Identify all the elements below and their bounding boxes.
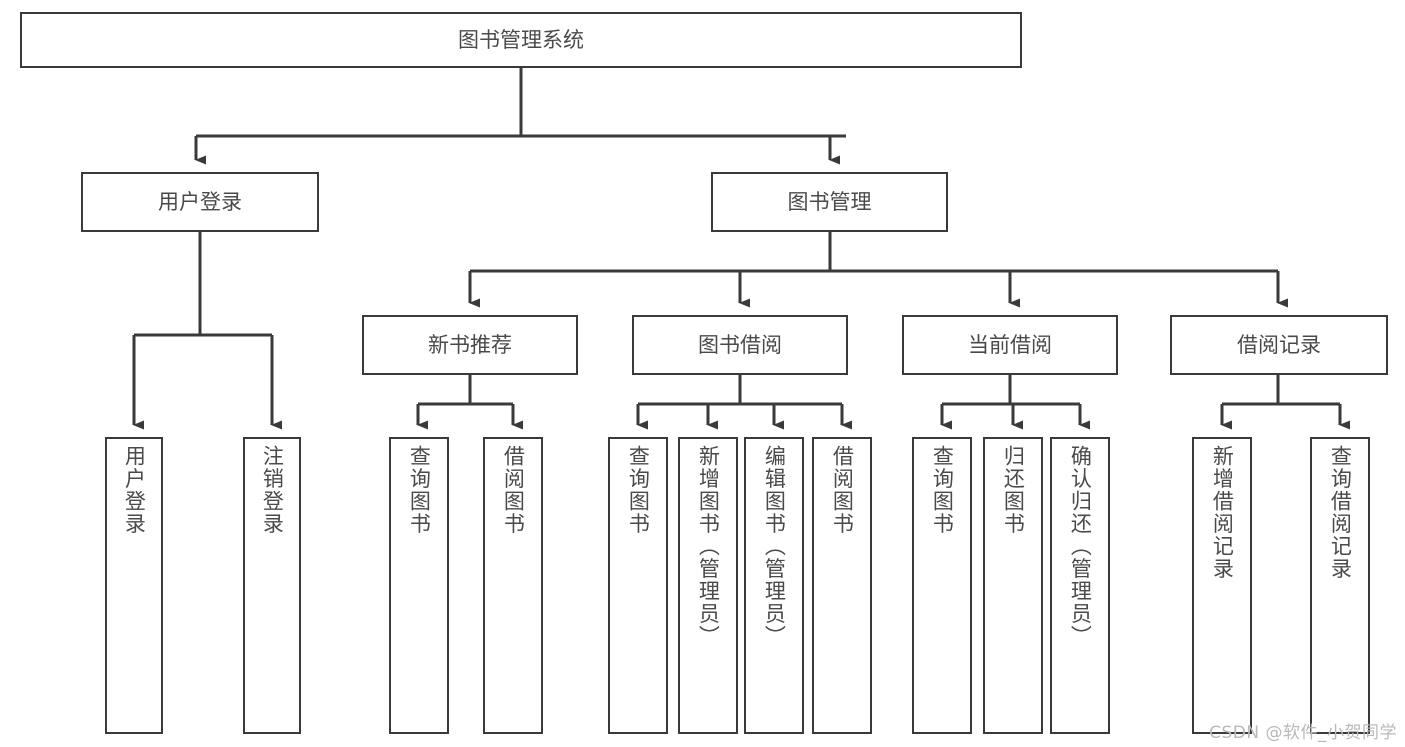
node-current-borrow-label: 当前借阅 bbox=[968, 332, 1052, 357]
node-book-manage[interactable]: 图书管理 bbox=[711, 172, 948, 232]
node-leaf-add-record-label: 新增借阅记录 bbox=[1210, 445, 1235, 580]
node-leaf-user-login[interactable]: 用户登录 bbox=[105, 437, 163, 734]
node-leaf-query-book-1-label: 查询图书 bbox=[407, 445, 432, 535]
node-current-borrow[interactable]: 当前借阅 bbox=[902, 315, 1118, 375]
node-leaf-query-book-2[interactable]: 查询图书 bbox=[608, 437, 668, 734]
node-leaf-user-logout-label: 注销登录 bbox=[260, 445, 285, 535]
node-leaf-user-login-label: 用户登录 bbox=[122, 445, 147, 535]
node-leaf-confirm-return-label: 确认归还（管理员） bbox=[1068, 445, 1093, 648]
node-leaf-add-record[interactable]: 新增借阅记录 bbox=[1192, 437, 1252, 734]
node-user-login-label: 用户登录 bbox=[158, 189, 242, 214]
node-leaf-borrow-book-1[interactable]: 借阅图书 bbox=[483, 437, 543, 734]
node-book-manage-label: 图书管理 bbox=[787, 189, 872, 214]
node-leaf-borrow-book-1-label: 借阅图书 bbox=[501, 445, 526, 535]
node-new-book-recommend-label: 新书推荐 bbox=[428, 332, 512, 357]
node-leaf-query-record-label: 查询借阅记录 bbox=[1328, 445, 1353, 580]
node-leaf-query-book-3[interactable]: 查询图书 bbox=[912, 437, 972, 734]
node-leaf-add-book[interactable]: 新增图书（管理员） bbox=[678, 437, 738, 734]
node-leaf-add-book-label: 新增图书（管理员） bbox=[696, 445, 721, 648]
node-leaf-query-book-3-label: 查询图书 bbox=[930, 445, 955, 535]
node-leaf-edit-book[interactable]: 编辑图书（管理员） bbox=[744, 437, 804, 734]
node-leaf-query-record[interactable]: 查询借阅记录 bbox=[1310, 437, 1370, 734]
node-borrow-record[interactable]: 借阅记录 bbox=[1170, 315, 1388, 375]
node-leaf-user-logout[interactable]: 注销登录 bbox=[243, 437, 301, 734]
node-leaf-return-book-label: 归还图书 bbox=[1001, 445, 1026, 535]
node-leaf-query-book-2-label: 查询图书 bbox=[626, 445, 651, 535]
node-leaf-borrow-book-2-label: 借阅图书 bbox=[830, 445, 855, 535]
node-leaf-return-book[interactable]: 归还图书 bbox=[983, 437, 1043, 734]
node-book-borrow[interactable]: 图书借阅 bbox=[632, 315, 848, 375]
node-root-label: 图书管理系统 bbox=[458, 27, 584, 52]
node-book-borrow-label: 图书借阅 bbox=[698, 332, 782, 357]
node-borrow-record-label: 借阅记录 bbox=[1237, 332, 1321, 357]
node-leaf-query-book-1[interactable]: 查询图书 bbox=[389, 437, 449, 734]
node-leaf-edit-book-label: 编辑图书（管理员） bbox=[762, 445, 787, 648]
node-leaf-confirm-return[interactable]: 确认归还（管理员） bbox=[1050, 437, 1110, 734]
node-new-book-recommend[interactable]: 新书推荐 bbox=[362, 315, 578, 375]
node-leaf-borrow-book-2[interactable]: 借阅图书 bbox=[812, 437, 872, 734]
csdn-watermark: CSDN @软件_小贺同学 bbox=[1209, 723, 1397, 743]
node-user-login[interactable]: 用户登录 bbox=[81, 172, 319, 232]
node-root-system[interactable]: 图书管理系统 bbox=[20, 12, 1022, 68]
